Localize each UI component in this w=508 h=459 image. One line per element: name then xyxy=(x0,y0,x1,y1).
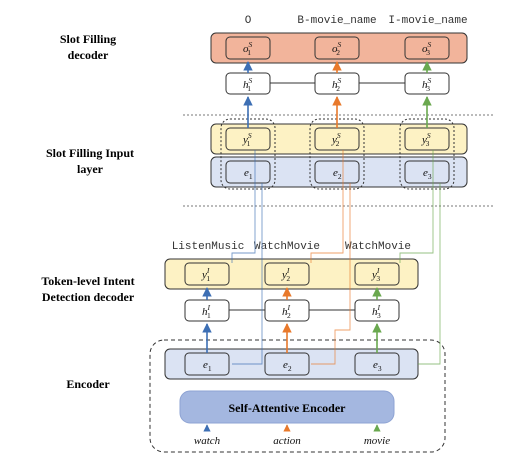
slot-label-1: O xyxy=(245,15,252,27)
encoder-region xyxy=(149,339,446,453)
input-word-3: movie xyxy=(364,435,390,447)
encoder-to-slot-embedding-connector-1 xyxy=(232,183,263,365)
intent-output-node-3 xyxy=(354,262,400,286)
slot-embedding-node-2-label: e2 xyxy=(333,167,342,181)
self-attentive-encoder-block xyxy=(179,390,395,424)
slot-output-node-2 xyxy=(314,36,360,60)
intent-decoder-label-line2: Detection decoder xyxy=(42,290,135,304)
encoder-embedding-node-3-label: e3 xyxy=(373,359,382,373)
intent-output-node-1 xyxy=(184,262,230,286)
intent-label-2: WatchMovie xyxy=(254,241,320,253)
encoder-to-slot-embedding-connector-2 xyxy=(311,183,351,365)
encoder-embedding-node-1-label: e1 xyxy=(203,359,212,373)
input-word-2: action xyxy=(273,435,301,447)
encoder-embedding-node-2-label: e2 xyxy=(283,359,292,373)
intent-label-3: WatchMovie xyxy=(345,241,411,253)
input-word-1: watch xyxy=(194,435,221,447)
intent-output-labels: ListenMusic WatchMovie WatchMovie xyxy=(172,241,411,253)
section-labels: Slot Filling decoder Slot Filling Input … xyxy=(41,32,134,391)
intent-to-slot-input-connector-3 xyxy=(399,150,434,263)
intent-to-slot-input-connector-1 xyxy=(231,150,256,263)
slot-embedding-node-3 xyxy=(404,160,450,184)
intent-decoder-label-line1: Token-level Intent xyxy=(41,274,134,288)
intent-label-1: ListenMusic xyxy=(172,241,245,253)
encoder-label: Encoder xyxy=(66,377,110,391)
slot-embedding-nodes: e1 e2 e3 xyxy=(225,160,450,184)
slot-label-2: B-movie_name xyxy=(297,15,376,27)
slot-output-labels: O B-movie_name I-movie_name xyxy=(245,15,468,27)
slot-embedding-node-2 xyxy=(314,160,360,184)
slot-decoder-label-line1: Slot Filling xyxy=(60,32,116,46)
slot-label-3: I-movie_name xyxy=(388,15,467,27)
self-attentive-encoder-title: Self-Attentive Encoder xyxy=(229,401,347,415)
input-words: watch action movie xyxy=(194,435,390,447)
slot-output-node-1 xyxy=(225,36,271,60)
encoder-embedding-nodes: e1 e2 e3 xyxy=(184,352,400,376)
slot-output-node-3 xyxy=(404,36,450,60)
slot-embedding-node-1 xyxy=(225,160,271,184)
slot-embedding-node-3-label: e3 xyxy=(423,167,432,181)
intent-to-slot-input-connector-2 xyxy=(310,150,344,263)
slot-embedding-node-1-label: e1 xyxy=(244,167,253,181)
encoder-to-slot-embedding-connector-3 xyxy=(418,183,441,365)
intent-output-node-2 xyxy=(264,262,310,286)
slot-input-label-line2: layer xyxy=(77,162,104,176)
slot-decoder-label-line2: decoder xyxy=(68,48,109,62)
slot-input-label-line1: Slot Filling Input xyxy=(46,146,134,160)
